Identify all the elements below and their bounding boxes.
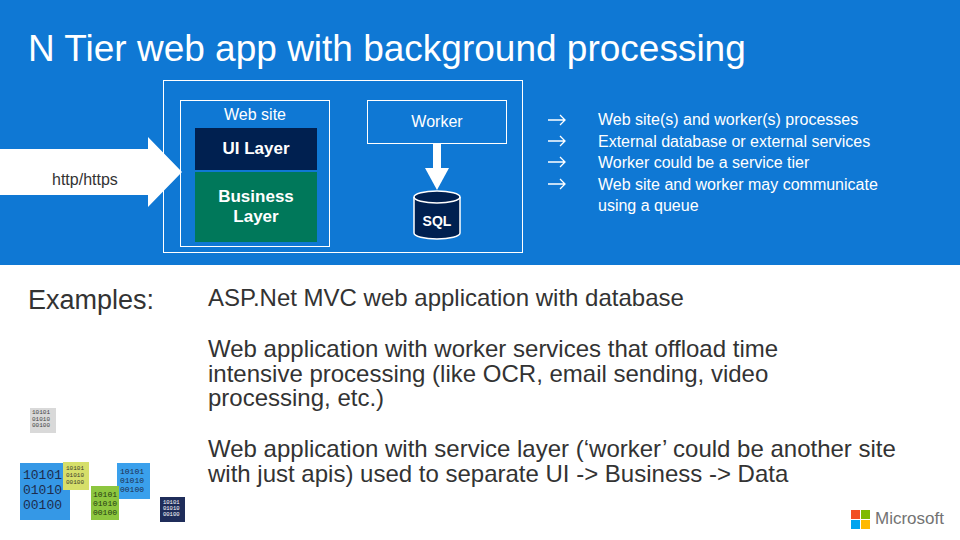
slide-title: N Tier web app with background processin… — [28, 27, 746, 71]
example-text: Web application with worker services tha… — [208, 337, 848, 411]
system-boundary — [164, 81, 523, 253]
binary-digits: 10101 01010 00100 — [32, 410, 54, 430]
node-label: SQL — [423, 213, 452, 229]
binary-icons — [20, 408, 185, 522]
bullet-note: Web site(s) and worker(s) processes — [598, 109, 938, 131]
bullet-note: External database or external services — [598, 131, 938, 153]
binary-digits: 10101 01010 00100 — [66, 465, 88, 486]
node-label: UI Layer — [222, 139, 289, 159]
node-label: Worker — [411, 113, 462, 131]
binary-digits: 10101 01010 00100 — [23, 468, 67, 513]
bullet-arrow — [548, 179, 565, 189]
bullet-arrows — [548, 115, 565, 189]
binary-tile — [91, 486, 119, 520]
binary-tile — [160, 497, 185, 522]
cylinder-body — [414, 191, 460, 239]
header-band — [0, 0, 960, 265]
bullet-arrow — [548, 136, 565, 146]
bullet-arrow — [548, 115, 565, 125]
request-arrow: http/https — [0, 137, 182, 207]
layer-box: UI Layer — [195, 128, 317, 170]
section-heading: Examples: — [28, 284, 198, 316]
tier-box: Web site UI LayerBusiness Layer — [180, 100, 330, 247]
logo-square — [861, 510, 870, 519]
brand-logo — [851, 510, 870, 529]
bullet-note: Worker could be a service tier — [598, 152, 938, 174]
bullet-arrow — [548, 157, 565, 167]
binary-tile — [63, 462, 89, 490]
cylinder-rim — [414, 197, 460, 203]
binary-digits: 10101 01010 00100 — [163, 500, 183, 518]
database-cylinder: SQL — [413, 190, 461, 240]
brand-name: Microsoft — [875, 509, 960, 529]
layer-box: Business Layer — [195, 172, 317, 242]
node-label: Web site — [224, 106, 286, 124]
arrow-shape — [0, 137, 182, 207]
binary-tile — [117, 463, 150, 499]
binary-digits: 10101 01010 00100 — [93, 490, 119, 517]
binary-digits: 10101 01010 00100 — [120, 467, 148, 494]
node-label: Business Layer — [215, 187, 297, 227]
example-text: ASP.Net MVC web application with databas… — [208, 285, 938, 311]
binary-tile — [30, 408, 56, 433]
bullet-note: Web site and worker may communicate usin… — [598, 174, 886, 217]
example-text: Web application with service layer (‘wor… — [208, 437, 933, 486]
binary-tile — [20, 463, 70, 520]
logo-square — [851, 510, 860, 519]
tier-box: Worker — [367, 100, 507, 144]
flow-arrow — [433, 144, 441, 168]
node-label: http/https — [52, 171, 118, 189]
logo-square — [861, 520, 870, 529]
logo-square — [851, 520, 860, 529]
